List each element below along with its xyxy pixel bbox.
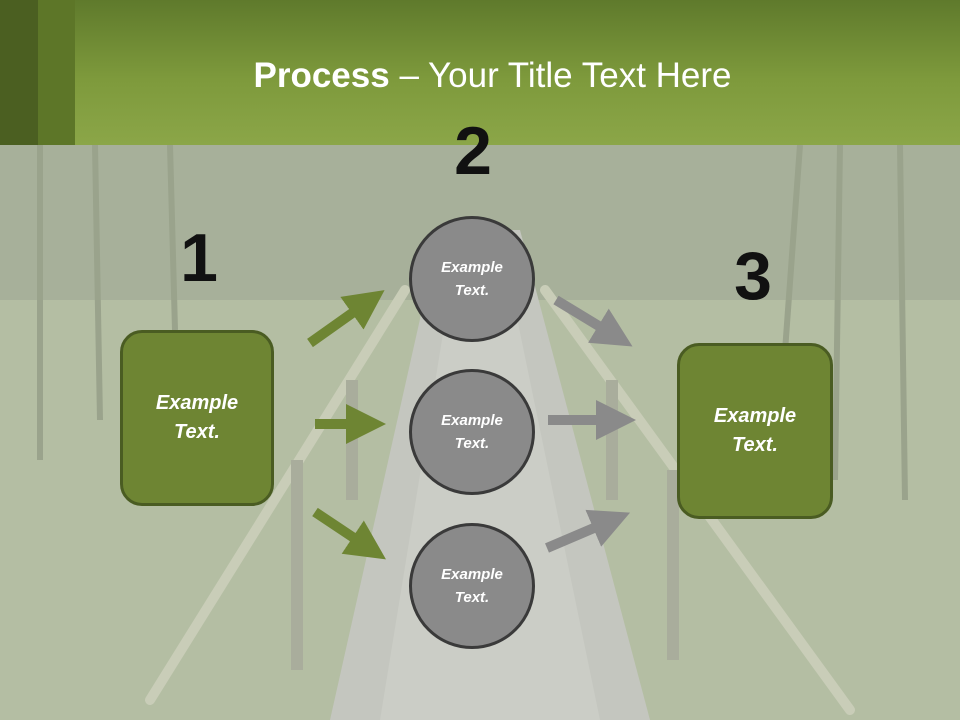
slide-title[interactable]: Process – Your Title Text Here [0,54,960,98]
header-accent-stripe [0,0,38,145]
step-number-3: 3 [734,238,772,314]
header-band [0,0,960,145]
header-accent-stripe [38,0,75,145]
title-bold: Process [253,56,390,95]
title-rest: – Your Title Text Here [389,56,732,95]
step-number-2: 2 [454,113,492,189]
step-number-1: 1 [180,220,218,296]
